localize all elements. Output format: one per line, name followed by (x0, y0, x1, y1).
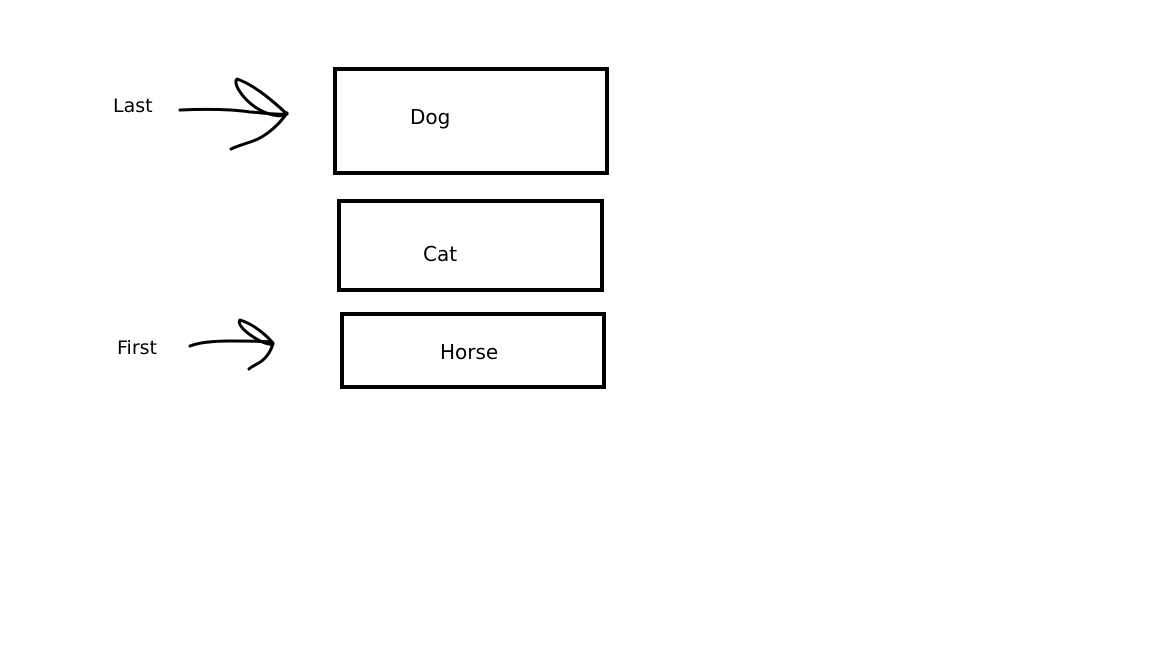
last-pointer-arrow-icon (178, 77, 289, 151)
stack-item-box-cat (337, 199, 604, 292)
stack-item-box-horse (340, 312, 606, 389)
stack-item-label-dog: Dog (410, 105, 451, 129)
stack-item-label-horse: Horse (440, 340, 499, 364)
stack-item-label-cat: Cat (423, 242, 458, 266)
last-pointer-label: Last (113, 95, 153, 117)
stack-item-box-dog (333, 67, 609, 175)
first-pointer-arrow-icon (188, 318, 275, 371)
first-pointer-label: First (117, 337, 157, 359)
